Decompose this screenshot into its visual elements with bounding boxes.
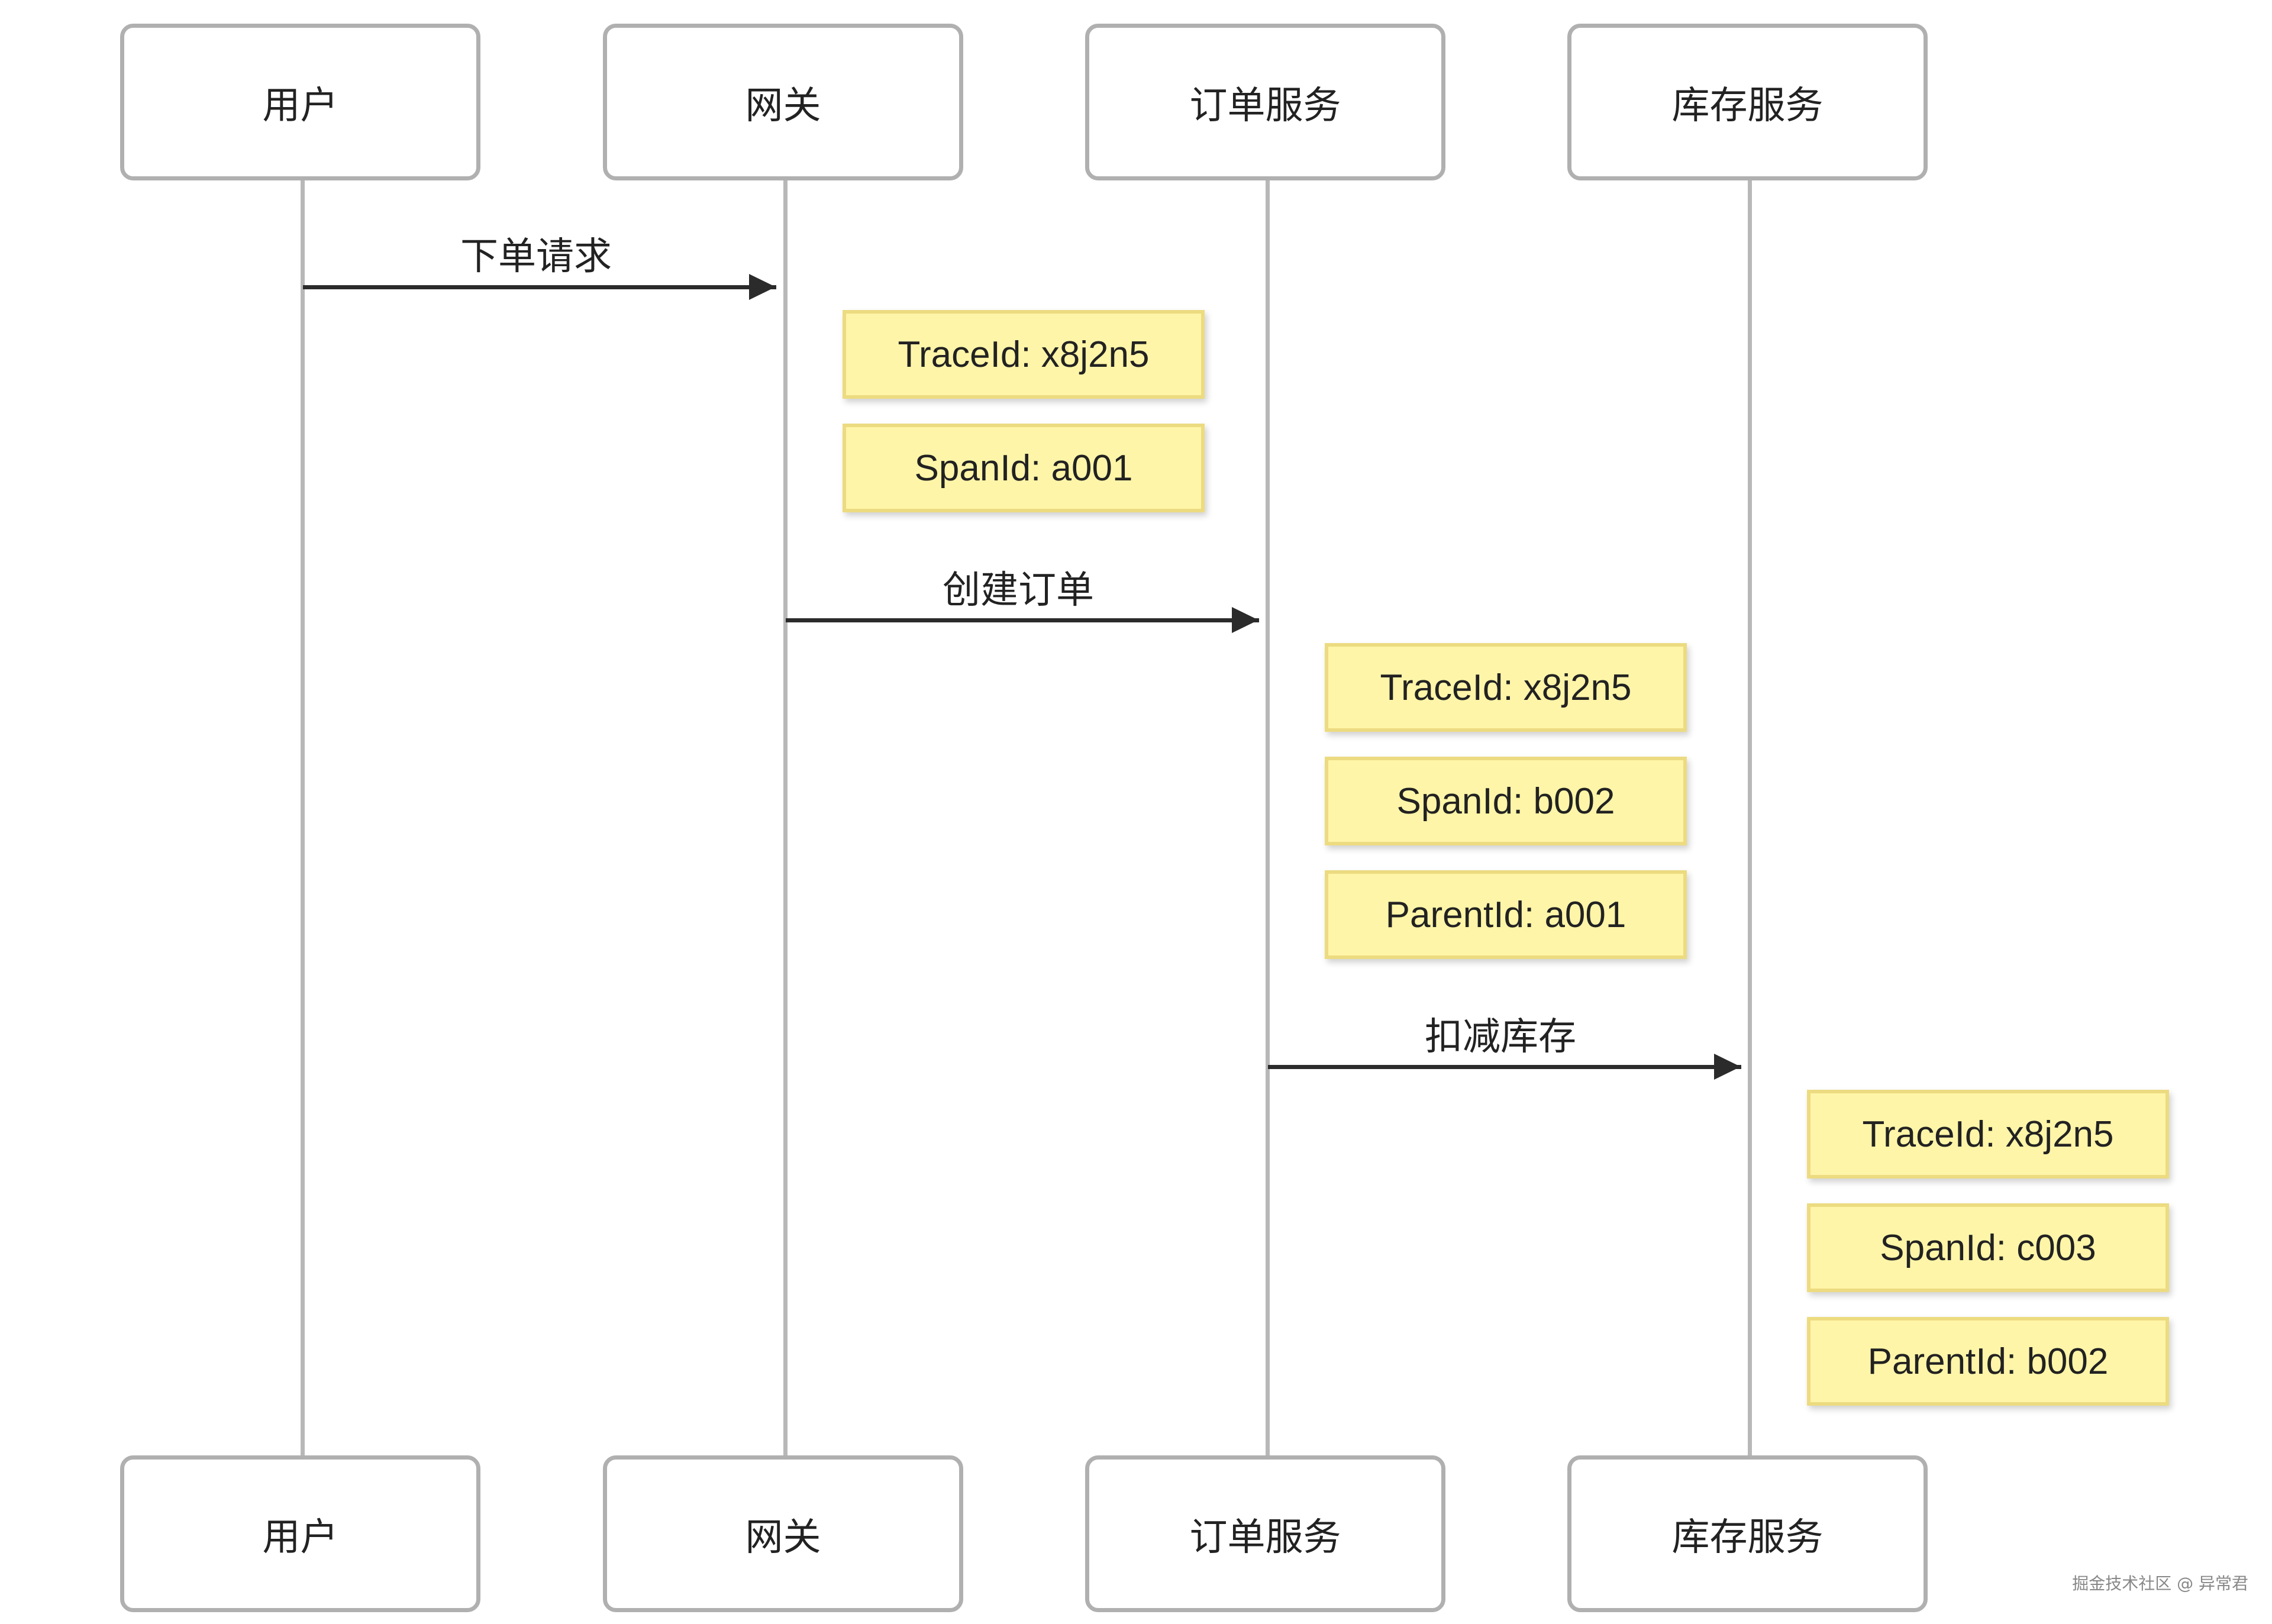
participant-top-gateway: 网关: [603, 24, 963, 180]
note-order-parentid: ParentId: a001: [1325, 870, 1687, 959]
participant-top-order-service: 订单服务: [1085, 24, 1445, 180]
participant-bottom-user: 用户: [120, 1455, 480, 1612]
note-order-traceid: TraceId: x8j2n5: [1325, 643, 1687, 732]
message-arrow-create-order: [786, 618, 1259, 622]
message-label-order-request: 下单请求: [460, 235, 612, 279]
message-label-deduct-inventory: 扣减库存: [1425, 1015, 1576, 1059]
participant-bottom-inventory-service: 库存服务: [1567, 1455, 1928, 1612]
watermark: 掘金技术社区 @ 异常君: [2072, 1574, 2248, 1593]
lifeline-user: [301, 177, 305, 1458]
message-label-create-order: 创建订单: [943, 569, 1094, 612]
lifeline-inventory-service: [1748, 177, 1752, 1458]
arrowhead-icon: [1232, 607, 1258, 633]
note-gateway-traceid: TraceId: x8j2n5: [843, 310, 1205, 399]
note-order-spanid: SpanId: b002: [1325, 757, 1687, 845]
note-inventory-traceid: TraceId: x8j2n5: [1807, 1090, 2169, 1179]
message-arrow-order-request: [303, 285, 776, 289]
participant-top-inventory-service: 库存服务: [1567, 24, 1928, 180]
participant-bottom-gateway: 网关: [603, 1455, 963, 1612]
lifeline-order-service: [1266, 177, 1270, 1458]
participant-bottom-order-service: 订单服务: [1085, 1455, 1445, 1612]
arrowhead-icon: [749, 274, 776, 300]
message-arrow-deduct-inventory: [1268, 1065, 1741, 1069]
lifeline-gateway: [783, 177, 788, 1458]
note-inventory-parentid: ParentId: b002: [1807, 1317, 2169, 1406]
participant-top-user: 用户: [120, 24, 480, 180]
arrowhead-icon: [1714, 1054, 1741, 1080]
note-gateway-spanid: SpanId: a001: [843, 424, 1205, 512]
note-inventory-spanid: SpanId: c003: [1807, 1203, 2169, 1292]
